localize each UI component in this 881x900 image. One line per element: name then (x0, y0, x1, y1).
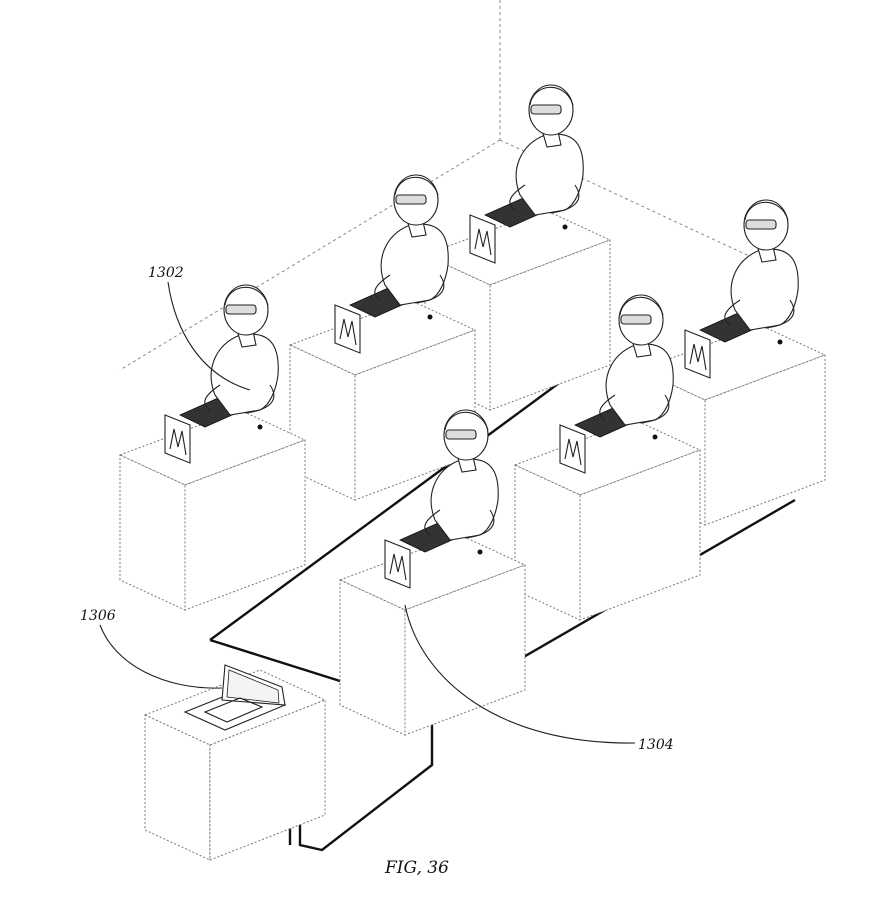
room-walls (119, 0, 791, 371)
figure-caption: FIG, 36 (384, 858, 449, 878)
reference-label-1302: 1302 (148, 265, 184, 281)
reference-label-1304: 1304 (638, 737, 674, 753)
workstation-2 (289, 174, 476, 501)
workstation-3 (119, 284, 306, 611)
laptop-icon (183, 664, 287, 731)
server-terminal (143, 664, 327, 861)
leader-lines (99, 281, 636, 744)
reference-label-1306: 1306 (80, 608, 116, 624)
